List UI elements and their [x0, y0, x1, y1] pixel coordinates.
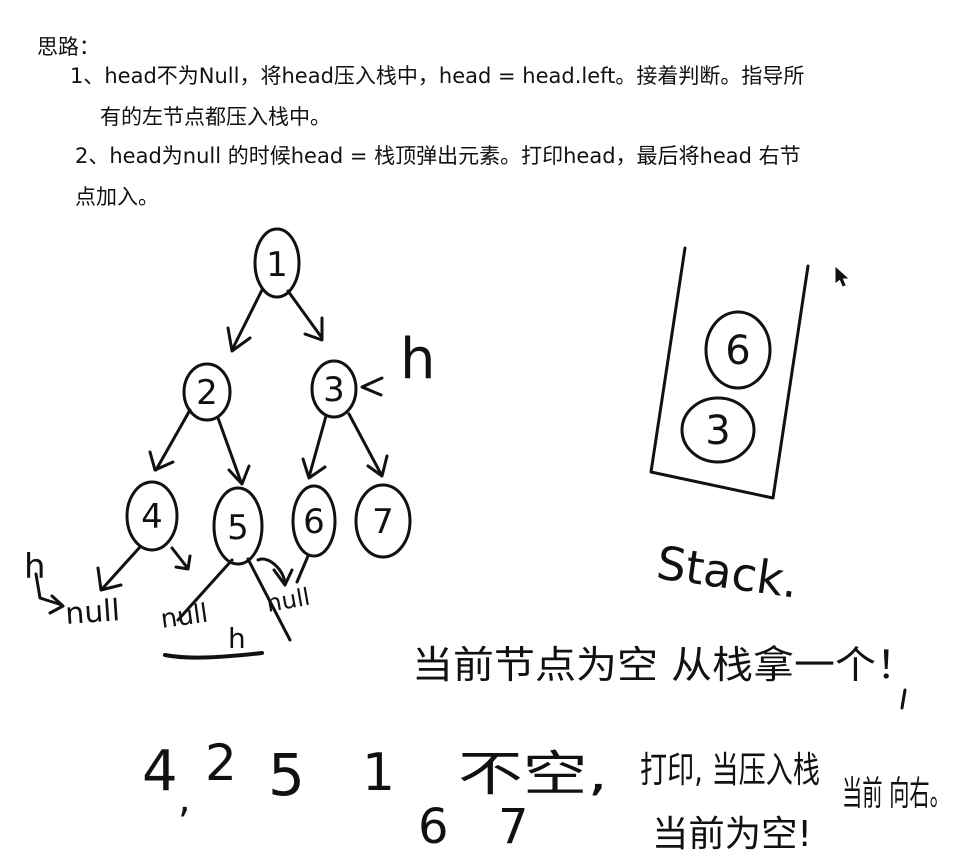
- h-pointer-left: h: [24, 547, 46, 587]
- tree-edge-4-null: [96, 545, 142, 592]
- tree-edge-3-7: [347, 412, 389, 478]
- sequence-7: 7: [498, 799, 529, 855]
- tree-edge-2-4: [148, 408, 192, 472]
- tree-node-circle-4: [125, 480, 179, 552]
- stack-label: Stack.: [653, 535, 801, 608]
- h-pointer-left-arrow: [34, 572, 65, 615]
- note-not-empty: 不空,: [458, 746, 608, 802]
- step1-line1: 1、head不为Null，将head压入栈中，head = head.left。…: [70, 64, 805, 88]
- tree-node-6: 6: [303, 502, 325, 542]
- stack-item-3: 3: [705, 408, 730, 454]
- note-current-right: 当前 向右。: [842, 774, 950, 814]
- note-push: 打印, 当压入栈: [640, 750, 820, 791]
- tree-edge-1-3: [286, 289, 324, 342]
- sequence-6: 6: [418, 799, 449, 855]
- rule-text: 当前节点为空 从栈拿一个！: [412, 643, 917, 687]
- stack-item-6: 6: [725, 328, 750, 374]
- tree-edge-5-6-cross: [176, 554, 310, 642]
- tree-node-circle-2: [182, 362, 232, 422]
- tree-edge-2-5: [216, 416, 251, 486]
- tree-node-5: 5: [227, 508, 249, 548]
- sequence-separators: ,: [178, 776, 191, 822]
- sequence-4: 4: [142, 739, 178, 804]
- step1-line2: 有的左节点都压入栈中。: [100, 105, 331, 129]
- h-pointer-top: h: [400, 327, 436, 392]
- note-current-empty: 当前为空!: [652, 814, 812, 855]
- step2-line2: 点加入。: [75, 185, 159, 209]
- null-label-right: null: [264, 583, 312, 618]
- cursor-icon: [835, 266, 849, 287]
- tree-edge-1-2: [226, 288, 264, 353]
- tree-edge-3-6: [301, 414, 328, 480]
- tree-node-2: 2: [196, 373, 218, 413]
- tree-node-circle-1: [253, 227, 301, 299]
- tree-node-4: 4: [141, 497, 163, 537]
- tree-node-circle-3: [310, 359, 358, 419]
- tree-node-circle-7: [354, 483, 412, 559]
- tree-edge-4-mid: [170, 546, 192, 571]
- step2-line1: 2、head为null 的时候head = 栈顶弹出元素。打印head，最后将h…: [75, 144, 801, 168]
- stack-item-circle-3: [680, 396, 756, 464]
- tree-node-7: 7: [372, 502, 394, 542]
- tree-node-1: 1: [266, 245, 288, 285]
- null-label-mid: null: [159, 599, 210, 635]
- h-pointer-bottom: h: [228, 622, 246, 655]
- tree-node-circle-6: [291, 484, 337, 558]
- tree-node-3: 3: [323, 370, 345, 410]
- notes-heading: 思路：: [37, 35, 100, 59]
- null-label-left: null: [64, 593, 121, 632]
- rule-exclaim: [900, 688, 907, 710]
- stack-item-circle-6: [704, 310, 772, 390]
- sequence-5: 5: [268, 741, 305, 809]
- h-pointer-top-arrow: [360, 376, 384, 397]
- underline: [163, 651, 264, 660]
- sequence-2: 2: [205, 734, 237, 792]
- tree-node-circle-5: [212, 486, 264, 566]
- sequence-1: 1: [362, 743, 395, 803]
- stack-container: [649, 246, 810, 500]
